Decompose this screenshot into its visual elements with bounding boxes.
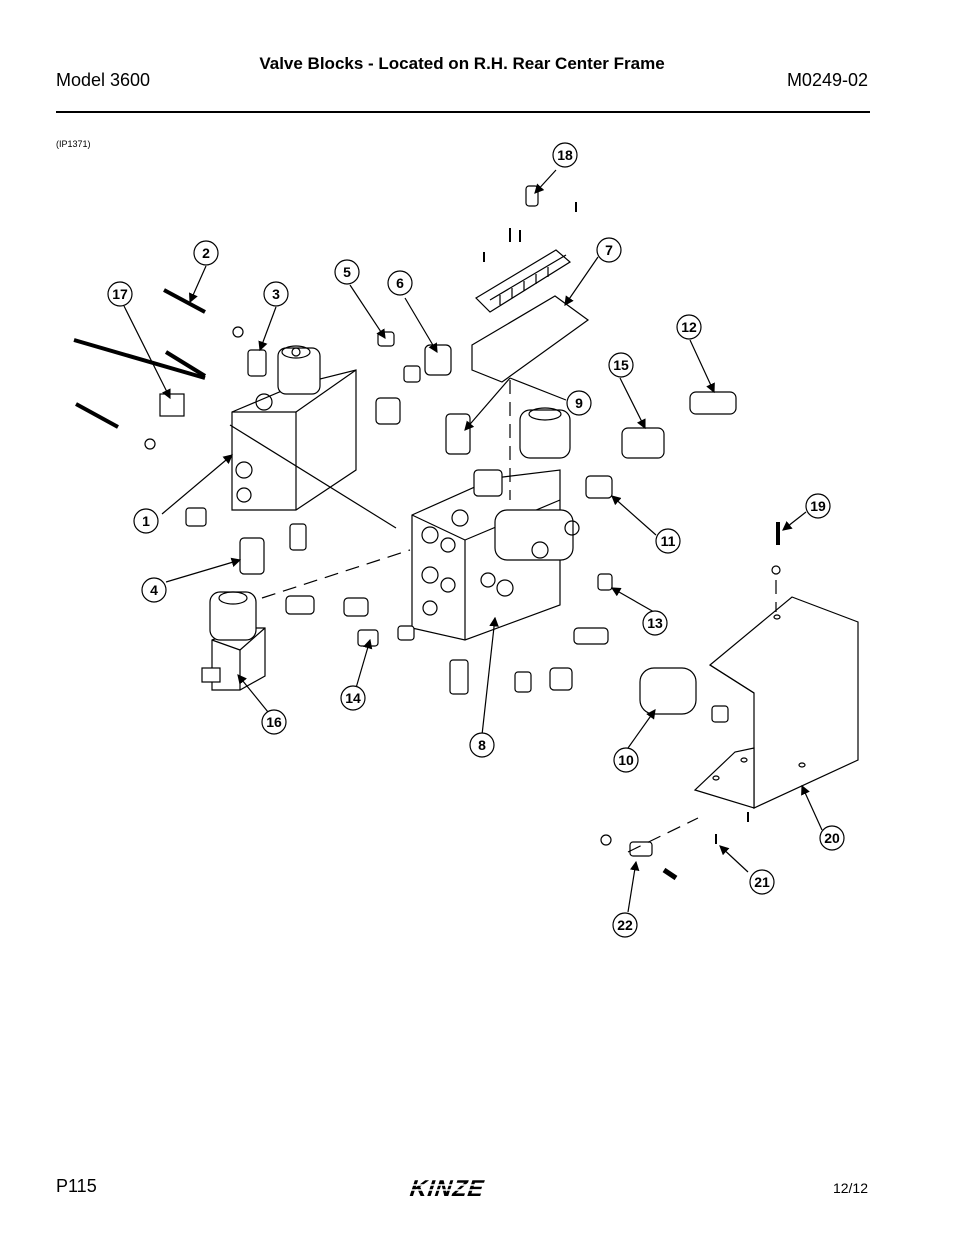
callout-7: 7 bbox=[596, 237, 622, 263]
callout-label: 6 bbox=[396, 275, 404, 291]
callout-label: 14 bbox=[345, 690, 361, 706]
callout-21: 21 bbox=[749, 869, 775, 895]
callout-label: 7 bbox=[605, 242, 613, 258]
callout-1: 1 bbox=[133, 508, 159, 534]
callout-label: 2 bbox=[202, 245, 210, 261]
callout-6: 6 bbox=[387, 270, 413, 296]
callout-20: 20 bbox=[819, 825, 845, 851]
callout-4: 4 bbox=[141, 577, 167, 603]
callout-label: 9 bbox=[575, 395, 583, 411]
kinze-logo: KINZE bbox=[407, 1176, 515, 1201]
terminal-plate-7 bbox=[471, 249, 590, 383]
callout-22: 22 bbox=[612, 912, 638, 938]
callout-18: 18 bbox=[552, 142, 578, 168]
callout-label: 18 bbox=[557, 147, 573, 163]
callout-label: 5 bbox=[343, 264, 351, 280]
revision-date: 12/12 bbox=[832, 1180, 868, 1196]
callout-label: 15 bbox=[613, 357, 629, 373]
callout-15: 15 bbox=[608, 352, 634, 378]
callout-9: 9 bbox=[566, 390, 592, 416]
header-divider bbox=[56, 111, 870, 113]
callout-label: 1 bbox=[142, 513, 150, 529]
figure-id: (IP1371) bbox=[56, 139, 91, 149]
callout-label: 13 bbox=[647, 615, 663, 631]
callout-label: 21 bbox=[754, 874, 770, 890]
page-number: P115 bbox=[56, 1176, 97, 1196]
callout-16: 16 bbox=[261, 709, 287, 735]
callout-label: 20 bbox=[824, 830, 840, 846]
bolts bbox=[73, 202, 780, 881]
model-label: Model 3600 bbox=[56, 70, 151, 90]
callout-19: 19 bbox=[805, 493, 831, 519]
callout-8: 8 bbox=[469, 732, 495, 758]
document-code: M0249-02 bbox=[786, 70, 868, 90]
callout-label: 17 bbox=[112, 286, 128, 302]
callout-label: 19 bbox=[810, 498, 826, 514]
callout-17: 17 bbox=[107, 281, 133, 307]
kinze-logo-text: KINZE bbox=[407, 1176, 489, 1201]
callout-label: 4 bbox=[150, 582, 158, 598]
callout-label: 3 bbox=[272, 286, 280, 302]
callout-label: 10 bbox=[618, 752, 634, 768]
callout-label: 11 bbox=[661, 533, 676, 549]
callout-2: 2 bbox=[193, 240, 219, 266]
callout-label: 8 bbox=[478, 737, 486, 753]
callouts: 1 2 3 4 5 6 7 8 bbox=[107, 142, 845, 938]
callout-14: 14 bbox=[340, 685, 366, 711]
page-title: Valve Blocks - Located on R.H. Rear Cent… bbox=[259, 54, 665, 73]
callout-10: 10 bbox=[613, 747, 639, 773]
valve-block-8 bbox=[411, 407, 580, 641]
callout-5: 5 bbox=[334, 259, 360, 285]
valve-block-1 bbox=[231, 345, 357, 511]
callout-13: 13 bbox=[642, 610, 668, 636]
callout-label: 12 bbox=[681, 319, 697, 335]
callout-12: 12 bbox=[676, 314, 702, 340]
callout-label: 16 bbox=[266, 714, 282, 730]
leader-lines bbox=[123, 169, 823, 913]
callout-3: 3 bbox=[263, 281, 289, 307]
mounting-bracket-20 bbox=[693, 596, 859, 809]
callout-11: 11 bbox=[655, 528, 681, 554]
assembly-lines bbox=[261, 380, 777, 853]
alignment-line bbox=[229, 424, 397, 529]
valve-block-16 bbox=[201, 591, 266, 691]
callout-label: 22 bbox=[617, 917, 633, 933]
